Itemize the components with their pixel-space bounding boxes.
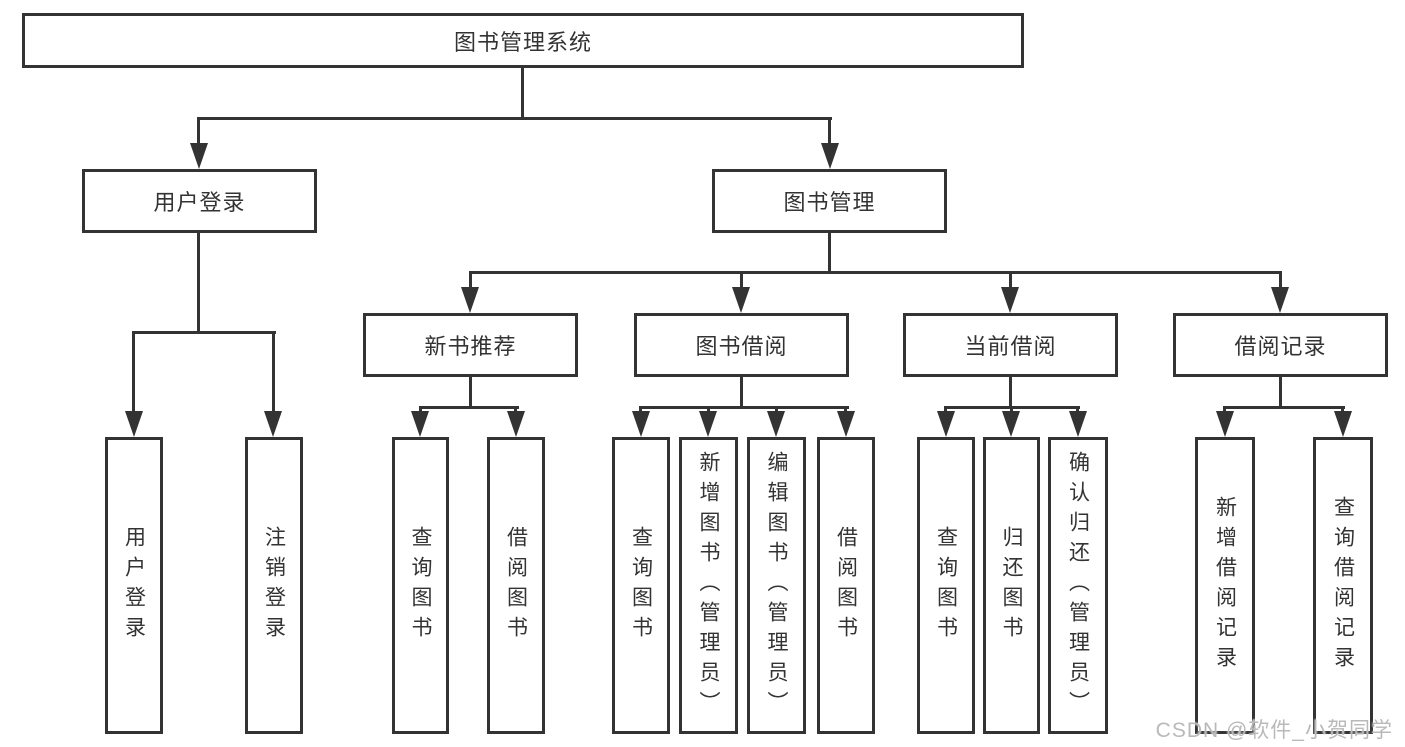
leaf-label: 查询图书 <box>629 525 653 646</box>
connector-line <box>272 333 275 413</box>
connector-line <box>639 406 849 409</box>
node-current-borrow: 当前借阅 <box>903 313 1118 377</box>
connector-line <box>197 233 200 333</box>
arrowhead-down-icon <box>1002 411 1020 437</box>
leaf-return-book: 归还图书 <box>983 437 1040 734</box>
leaf-query-book-recommend: 查询图书 <box>392 437 449 734</box>
arrowhead-down-icon <box>125 411 143 437</box>
connector-line <box>197 117 832 120</box>
arrowhead-down-icon <box>190 143 208 169</box>
connector-line <box>1076 406 1079 414</box>
connector-line <box>944 406 947 414</box>
connector-line <box>828 119 831 145</box>
arrowhead-down-icon <box>937 411 955 437</box>
connector-line <box>1279 377 1282 406</box>
connector-line <box>132 333 135 413</box>
arrowhead-down-icon <box>732 287 750 313</box>
connector-line <box>469 377 472 406</box>
arrowhead-down-icon <box>1216 411 1234 437</box>
leaf-label: 注销登录 <box>262 525 286 646</box>
node-book-management: 图书管理 <box>712 169 947 233</box>
leaf-label: 借阅图书 <box>834 525 858 646</box>
connector-line <box>1009 273 1012 289</box>
connector-line <box>775 406 778 414</box>
arrowhead-down-icon <box>264 411 282 437</box>
leaf-query-book-borrow: 查询图书 <box>612 437 670 734</box>
arrowhead-down-icon <box>1271 287 1289 313</box>
node-library-management-system: 图书管理系统 <box>22 13 1024 68</box>
connector-line <box>1341 406 1344 414</box>
leaf-query-book-current: 查询图书 <box>917 437 975 734</box>
leaf-edit-book-admin: 编辑图书（管理员） <box>747 437 806 734</box>
leaf-label: 新增借阅记录 <box>1213 495 1237 676</box>
connector-line <box>469 273 472 289</box>
node-label: 借阅记录 <box>1234 334 1327 359</box>
connector-line <box>707 406 710 414</box>
leaf-label: 新增图书（管理员） <box>697 450 720 721</box>
node-user-login: 用户登录 <box>82 169 317 233</box>
connector-line <box>740 377 743 406</box>
connector-line <box>1223 406 1345 409</box>
leaf-label: 用户登录 <box>122 525 146 646</box>
connector-line <box>469 271 1282 274</box>
node-label: 当前借阅 <box>964 334 1057 359</box>
leaf-label: 编辑图书（管理员） <box>765 450 788 721</box>
arrowhead-down-icon <box>632 411 650 437</box>
leaf-confirm-return-admin: 确认归还（管理员） <box>1048 437 1108 734</box>
node-label: 图书管理 <box>783 190 876 215</box>
leaf-query-borrow-record: 查询借阅记录 <box>1313 437 1373 734</box>
node-label: 图书管理系统 <box>453 29 592 55</box>
connector-line <box>197 119 200 145</box>
arrowhead-down-icon <box>699 411 717 437</box>
arrowhead-down-icon <box>767 411 785 437</box>
arrowhead-down-icon <box>507 411 525 437</box>
node-book-borrow: 图书借阅 <box>634 313 849 377</box>
arrowhead-down-icon <box>1334 411 1352 437</box>
connector-line <box>514 406 517 414</box>
leaf-user-login: 用户登录 <box>105 437 163 734</box>
leaf-label: 确认归还（管理员） <box>1066 450 1090 721</box>
arrowhead-down-icon <box>837 411 855 437</box>
node-borrow-records: 借阅记录 <box>1173 313 1388 377</box>
node-label: 图书借阅 <box>695 334 788 359</box>
leaf-borrow-book: 借阅图书 <box>817 437 875 734</box>
connector-line <box>419 406 519 409</box>
leaf-borrow-book-recommend: 借阅图书 <box>487 437 545 734</box>
arrowhead-down-icon <box>1001 287 1019 313</box>
leaf-label: 借阅图书 <box>504 525 528 646</box>
leaf-add-borrow-record: 新增借阅记录 <box>1195 437 1255 734</box>
arrowhead-down-icon <box>821 143 839 169</box>
node-label: 新书推荐 <box>424 334 517 359</box>
connector-line <box>132 331 276 334</box>
arrowhead-down-icon <box>461 287 479 313</box>
node-new-book-recommend: 新书推荐 <box>363 313 578 377</box>
watermark: CSDN @软件_小贺同学 <box>1155 719 1393 742</box>
connector-line <box>1223 406 1226 414</box>
connector-line <box>419 406 422 414</box>
leaf-label: 查询图书 <box>934 525 958 646</box>
arrowhead-down-icon <box>411 411 429 437</box>
connector-line <box>828 233 831 273</box>
connector-line <box>740 273 743 289</box>
connector-line <box>639 406 642 414</box>
leaf-add-book-admin: 新增图书（管理员） <box>679 437 738 734</box>
leaf-label: 查询借阅记录 <box>1331 495 1355 676</box>
connector-line <box>521 68 524 119</box>
leaf-label: 归还图书 <box>1000 525 1023 646</box>
connector-line <box>844 406 847 414</box>
connector-line <box>1009 377 1012 406</box>
leaf-logout: 注销登录 <box>245 437 303 734</box>
connector-line <box>1279 273 1282 289</box>
leaf-label: 查询图书 <box>409 525 432 646</box>
arrowhead-down-icon <box>1069 411 1087 437</box>
node-label: 用户登录 <box>153 190 246 215</box>
connector-line <box>1010 406 1013 414</box>
